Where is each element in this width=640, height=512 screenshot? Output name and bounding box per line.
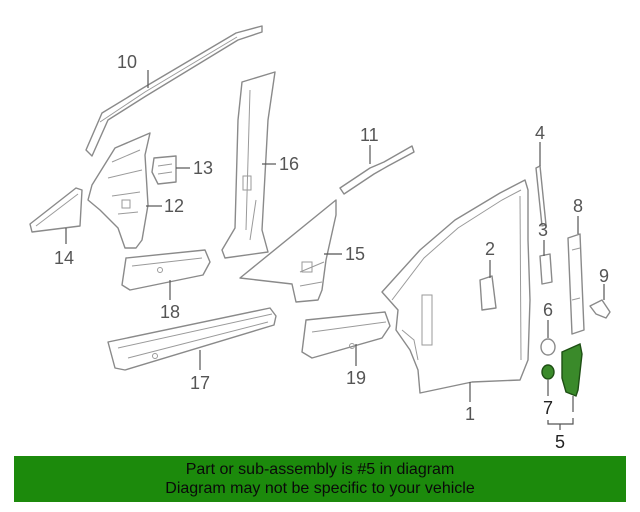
part-10-roof-rail[interactable] [85, 25, 263, 157]
part-18-rocker[interactable] [121, 249, 211, 291]
callout-14: 14 [54, 248, 74, 268]
callout-16: 16 [279, 154, 299, 174]
callout-5: 5 [555, 432, 565, 452]
callout-2: 2 [485, 239, 495, 259]
callout-18: 18 [160, 302, 180, 322]
callout-7: 7 [543, 398, 553, 418]
part-12-a-pillar-inner[interactable] [87, 132, 151, 249]
leader-lines [65, 70, 605, 430]
info-banner: Part or sub-assembly is #5 in diagram Di… [14, 456, 626, 502]
part-14-wedge[interactable] [29, 187, 83, 233]
part-15-windshield-pillar[interactable] [239, 199, 337, 303]
part-5-seal-highlight[interactable] [561, 343, 583, 397]
part-7-nut-highlight[interactable] [541, 364, 555, 380]
callout-3: 3 [538, 220, 548, 240]
callout-6: 6 [543, 300, 553, 320]
part-2-bracket[interactable] [479, 275, 497, 311]
parts-diagram: 10 13 12 14 16 11 15 18 17 19 1 2 4 3 8 … [29, 25, 611, 452]
part-17-sill[interactable] [107, 307, 277, 371]
part-13-bracket[interactable] [151, 155, 177, 185]
callout-9: 9 [599, 266, 609, 286]
callout-13: 13 [193, 158, 213, 178]
callout-12: 12 [164, 196, 184, 216]
part-9-bolt[interactable] [589, 299, 611, 319]
part-11-roof-strip[interactable] [339, 145, 415, 195]
callout-17: 17 [190, 373, 210, 393]
part-4-strip[interactable] [535, 165, 547, 227]
callout-4: 4 [535, 123, 545, 143]
part-16-b-pillar[interactable] [221, 71, 276, 259]
callout-15: 15 [345, 244, 365, 264]
part-8-hinge[interactable] [567, 233, 585, 335]
callout-19: 19 [346, 368, 366, 388]
banner-line-2: Diagram may not be specific to your vehi… [165, 480, 475, 497]
part-1-body-panel[interactable] [381, 179, 531, 394]
callout-8: 8 [573, 196, 583, 216]
part-3-clip[interactable] [539, 253, 553, 285]
part-6-grommet[interactable] [540, 338, 556, 356]
part-19-rocker-reinf[interactable] [301, 311, 391, 359]
callout-11: 11 [360, 125, 379, 145]
banner-line-1: Part or sub-assembly is #5 in diagram [185, 461, 455, 478]
callout-10: 10 [117, 52, 137, 72]
callout-1: 1 [465, 404, 475, 424]
